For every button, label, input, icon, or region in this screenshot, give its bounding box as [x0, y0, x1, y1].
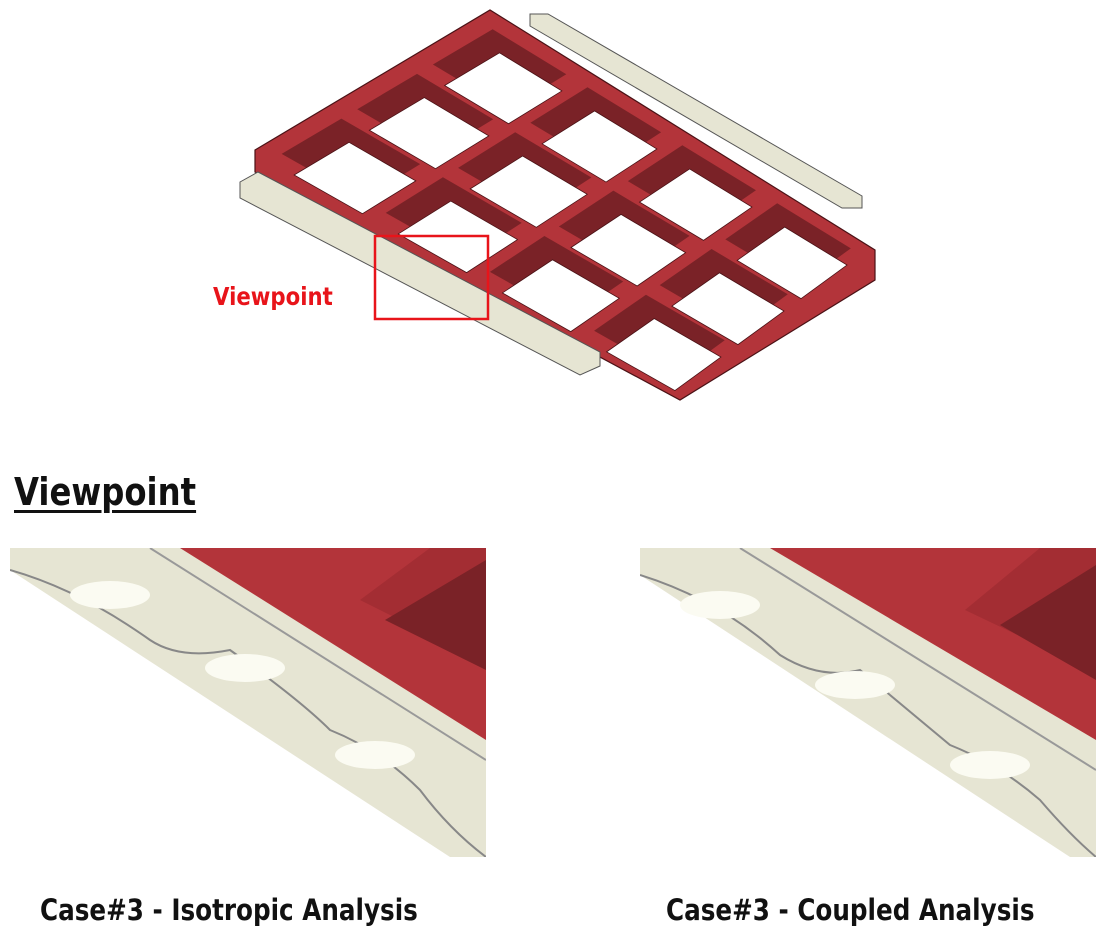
frame-cell-opening: [638, 168, 753, 241]
frame-cell-opening: [368, 97, 490, 170]
deformed-edge: [10, 569, 486, 857]
section-heading: Viewpoint: [14, 470, 197, 514]
caption-coupled: Case#3 - Coupled Analysis: [666, 893, 1035, 927]
frame-cell-opening: [443, 52, 563, 125]
viewpoint-annotation-label: Viewpoint: [213, 282, 333, 311]
deformed-edge: [640, 574, 1096, 857]
frame-cell-opening: [570, 213, 687, 287]
frame-cell-opening: [541, 110, 658, 183]
caption-isotropic: Case#3 - Isotropic Analysis: [40, 893, 418, 927]
panel-coupled: [640, 548, 1096, 857]
beige-plate-bottom: [239, 171, 601, 376]
frame-cell-opening: [293, 141, 417, 215]
frame-cell-opening: [605, 318, 722, 392]
beige-plate-top: [529, 13, 863, 209]
frame-cell-opening: [671, 272, 785, 346]
frame-cell-opening: [469, 155, 588, 228]
panel-isotropic: [10, 548, 486, 857]
frame-cell-opening: [736, 226, 848, 300]
viewpoint-highlight-box: [373, 234, 490, 321]
isometric-frame-model: [239, 9, 876, 401]
frame-cell-opening: [501, 259, 620, 333]
